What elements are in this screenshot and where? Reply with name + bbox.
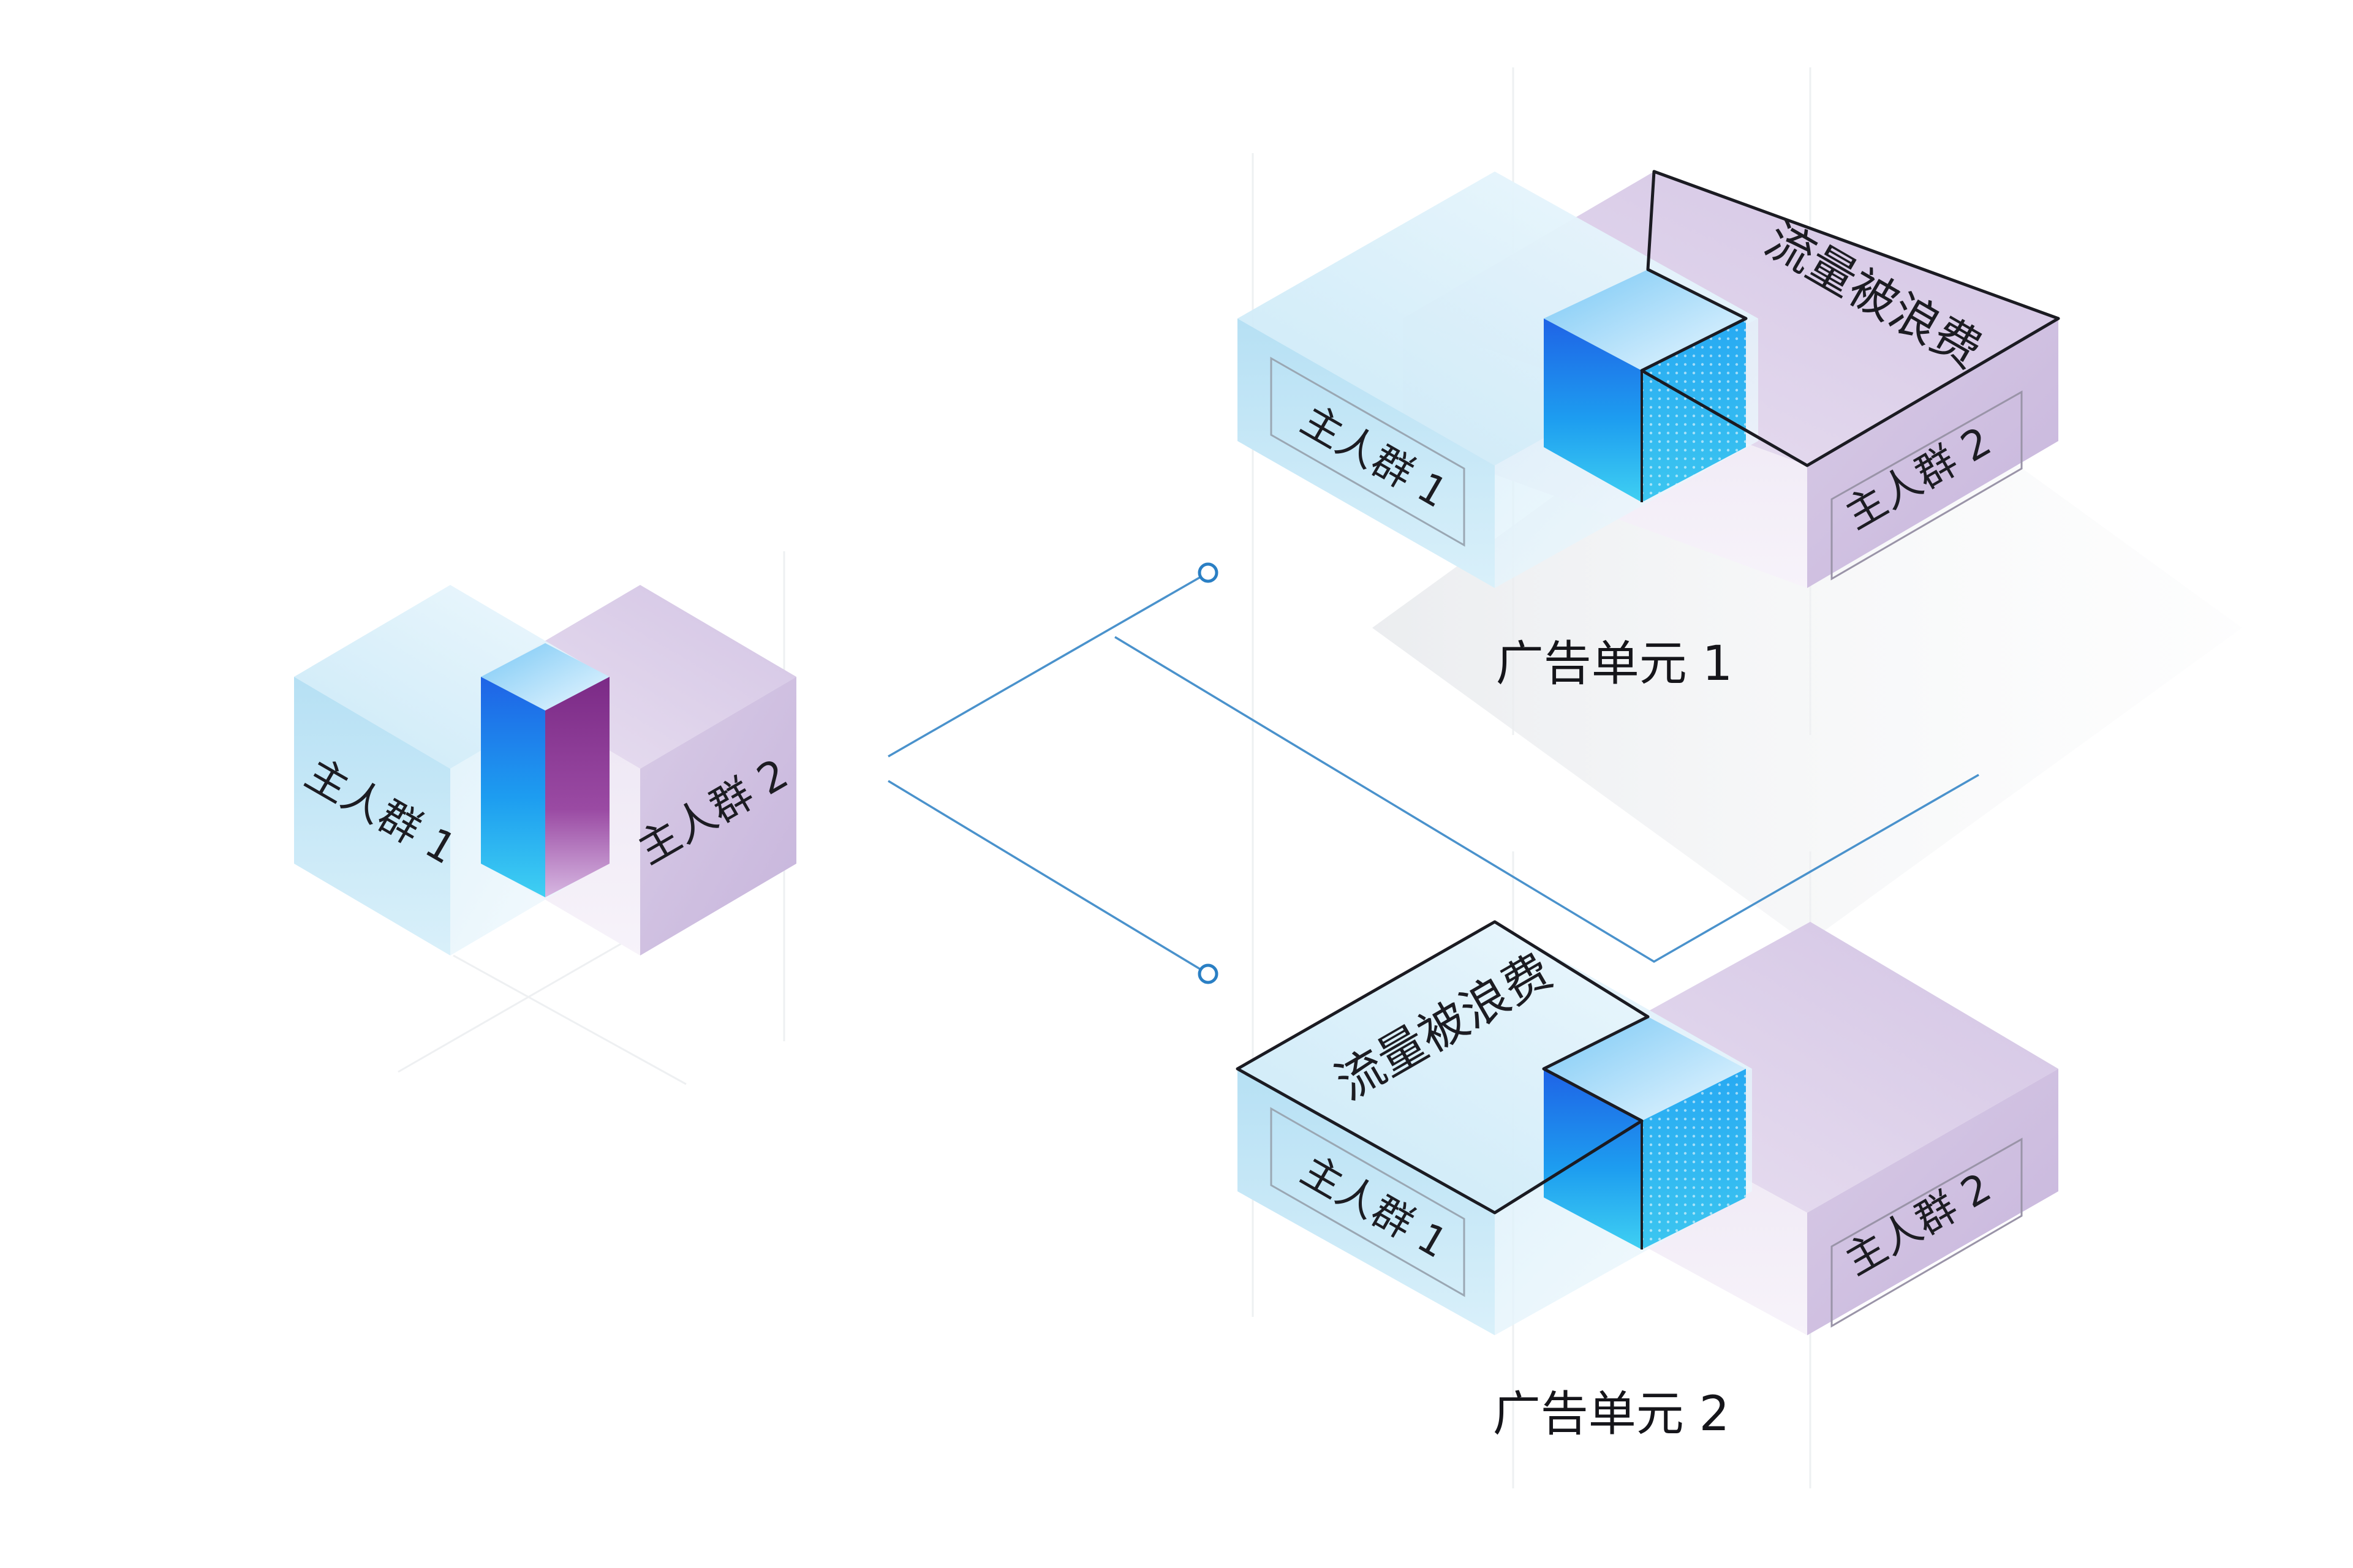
unit1-purple-right — [1807, 318, 2058, 588]
unit2-purple-right — [1807, 1069, 2058, 1335]
connector-node-bottom — [1198, 963, 1218, 984]
connector-node-top — [1198, 562, 1218, 583]
unit2-group2-frame — [1830, 1137, 2023, 1328]
unit1-overlap-dots — [1642, 318, 1746, 502]
connector-to-unit1 — [888, 571, 1209, 758]
unit1-group1-frame — [1270, 356, 1465, 547]
unit1-caption: 广告单元 1 — [1496, 636, 1732, 692]
unit1-blue-top — [1237, 172, 1758, 466]
source-blue-left — [294, 677, 450, 956]
connectors — [888, 571, 1979, 975]
unit2-overlap-left — [1544, 1069, 1642, 1250]
connector-to-unit2 — [888, 780, 1209, 975]
unit1-waste-outline — [1640, 170, 2060, 467]
unit2-caption: 广告单元 2 — [1493, 1387, 1729, 1442]
unit1-blue-left — [1237, 318, 1495, 588]
connector-bridge — [1114, 636, 1979, 963]
unit2-group1-frame — [1270, 1107, 1465, 1297]
unit2-overlap-dots — [1642, 1069, 1746, 1250]
source-cube: 主人群 1 主人群 2 — [294, 585, 796, 956]
source-overlap-left — [481, 677, 545, 897]
unit2-blue-left — [1237, 1069, 1495, 1335]
source-purple-right — [640, 677, 796, 956]
unit1-overlap-left — [1544, 318, 1642, 502]
unit2-purple-top — [1544, 922, 2058, 1213]
source-overlap-right — [545, 677, 610, 897]
unit1-group2-frame — [1830, 390, 2023, 581]
ad-unit-2: 流量被浪费 主人群 1 主人群 2 广告单元 2 — [1236, 920, 2058, 1442]
